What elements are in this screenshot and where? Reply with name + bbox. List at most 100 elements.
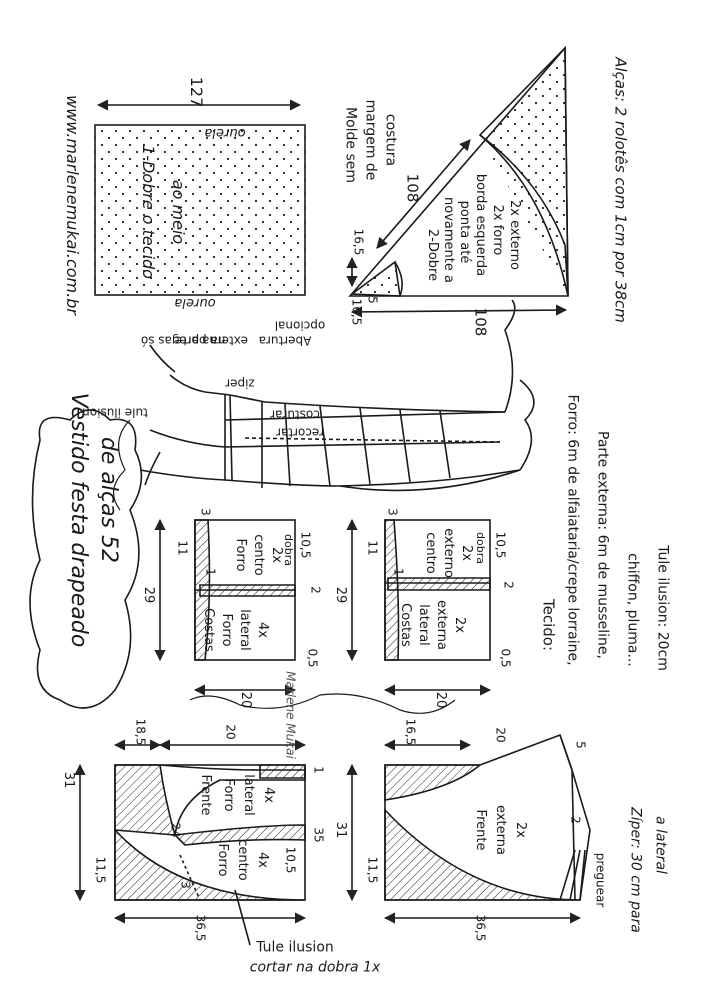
triangle-fold-1: 2-Dobre xyxy=(425,228,441,282)
front-lining-dim-20: 20 xyxy=(223,724,238,740)
back-outer-dim-29: 29 xyxy=(333,586,349,604)
front-lining-top-3: lateral xyxy=(241,774,257,816)
back-outer-top-2: externo xyxy=(441,528,457,578)
fabric-width: 127 xyxy=(186,76,206,108)
dress-sketch xyxy=(113,299,535,511)
fabric-fold-diagram xyxy=(94,99,306,296)
triangle-fold-6: 2x externo xyxy=(507,200,523,270)
back-outer-bot-1: Costas xyxy=(398,603,414,647)
triangle-fold-5: 2x forro xyxy=(490,204,506,256)
triangle-fold-diagram xyxy=(346,45,569,318)
back-outer-dobra: dobra xyxy=(474,532,488,564)
sketch-recortar: recortar xyxy=(276,425,324,440)
back-outer-dim-20: 20 xyxy=(433,691,449,709)
triangle-small-2: 16,5 xyxy=(349,298,364,326)
back-lining-bot-4: 4x xyxy=(255,622,271,638)
front-lining-dim-24: 24 xyxy=(168,822,183,838)
front-outer-dim-365: 36,5 xyxy=(473,914,488,942)
front-lining-dim-3: 3 xyxy=(178,881,193,889)
front-outer-label-1: Frente xyxy=(473,809,489,851)
back-outer-dim-3: 3 xyxy=(385,508,400,516)
back-lining-dim-05: 0,5 xyxy=(305,648,320,668)
tule-note-1: Tule ilusion xyxy=(256,939,334,956)
back-lining-dim-29: 29 xyxy=(141,586,157,604)
back-lining-bot-3: lateral xyxy=(237,609,253,651)
front-lining-dim-31: 31 xyxy=(61,771,77,789)
front-outer-pattern xyxy=(346,733,591,924)
title-line2: de alças 52 xyxy=(96,436,122,564)
front-outer-dim-31: 31 xyxy=(333,821,349,839)
back-outer-bot-3: externa xyxy=(434,600,450,650)
back-outer-top-1: centro xyxy=(423,532,439,574)
triangle-fold-3: ponta até xyxy=(457,200,473,264)
front-outer-dim-115: 11,5 xyxy=(365,856,380,884)
front-lining-dim-35: 35 xyxy=(311,827,326,843)
sketch-tule: tule ilusion xyxy=(82,405,148,420)
zipper-note-2: a lateral xyxy=(652,816,669,874)
back-lining-top-1: Forro xyxy=(233,538,249,572)
triangle-small-1: 16,5 xyxy=(351,228,366,256)
back-lining-dim-11: 11 xyxy=(175,540,190,556)
selvage-top: ourela xyxy=(204,125,246,141)
front-lining-bot-1: Forro xyxy=(215,843,231,877)
back-lining-top-2: centro xyxy=(251,534,267,576)
back-lining-dim-105: 10,5 xyxy=(298,531,313,559)
triangle-side-a: 108 xyxy=(403,173,422,203)
title-cloud xyxy=(29,409,143,709)
sketch-pregas-3: externa xyxy=(201,333,249,348)
front-lining-dim-115: 11,5 xyxy=(93,856,108,884)
front-outer-label-2: externa xyxy=(493,805,509,855)
title-line1: Vestido festa drapeado xyxy=(66,392,92,648)
back-lining-dobra: dobra xyxy=(282,534,296,566)
front-lining-top-4: 4x xyxy=(261,787,277,803)
back-outer-pattern xyxy=(346,518,492,696)
front-lining-bot-2: centro xyxy=(235,839,251,881)
back-outer-dim-11: 11 xyxy=(365,540,380,556)
front-outer-dim-165: 16,5 xyxy=(403,718,418,746)
front-outer-dim-5: 5 xyxy=(573,741,588,749)
selvage-bottom: ourela xyxy=(174,295,216,311)
front-lining-pattern xyxy=(74,739,307,946)
signature-text: Marlene Mukai xyxy=(283,671,298,759)
triangle-note-2: margem de xyxy=(362,99,379,181)
fabric-note-1: 1-Dobre o tecido xyxy=(138,145,158,279)
front-lining-dim-1: 1 xyxy=(311,766,326,774)
front-lining-dim-365: 36,5 xyxy=(193,914,208,942)
straps-note: Alças: 2 rolotês com 1cm por 38cm xyxy=(611,57,630,323)
back-outer-bot-2: lateral xyxy=(416,604,432,646)
back-lining-dim-1: 1 xyxy=(203,568,218,576)
triangle-fold-2: novamente a xyxy=(441,197,457,283)
back-lining-dim-20: 20 xyxy=(238,691,254,709)
front-lining-dim-105: 10,5 xyxy=(283,846,298,874)
front-outer-label-3: 2x xyxy=(513,822,529,838)
back-lining-dim-3: 3 xyxy=(198,508,213,516)
site-url: www.marlenemukai.com.br xyxy=(62,95,82,315)
fabric-header: Tecido: xyxy=(539,598,558,652)
back-outer-dim-105: 10,5 xyxy=(493,531,508,559)
back-outer-dim-2: 2 xyxy=(501,581,516,589)
tule-note-2: cortar na dobra 1x xyxy=(249,959,381,976)
back-outer-dim-05: 0,5 xyxy=(498,648,513,668)
front-lining-top-2: Forro xyxy=(221,778,237,812)
back-lining-dim-2: 2 xyxy=(308,586,323,594)
sketch-costurar: costurar xyxy=(270,407,320,422)
sketch-abertura-2: opcional xyxy=(274,318,326,333)
triangle-note-1: Molde sem xyxy=(342,106,359,184)
sketch-zipper: ziper xyxy=(225,376,255,391)
triangle-fold-4: borda esquerda xyxy=(473,173,489,277)
back-lining-pattern xyxy=(154,518,297,696)
front-outer-dim-2: 2 xyxy=(568,816,583,824)
front-lining-top-1: Frente xyxy=(198,774,214,816)
triangle-small-3: 5 xyxy=(365,296,380,304)
fabric-line-3: chiffon, pluma... xyxy=(624,553,641,667)
back-outer-top-3: 2x xyxy=(459,545,475,561)
sketch-abertura-1: Abertura xyxy=(258,333,312,348)
front-outer-pregas: preguear xyxy=(593,852,608,908)
fabric-line-1: Forro: 6m de alfaiataria/crepe lorraine, xyxy=(564,394,581,666)
front-lining-bot-3: 4x xyxy=(255,852,271,868)
triangle-side-b: 108 xyxy=(471,307,490,337)
back-lining-bot-2: Forro xyxy=(219,613,235,647)
back-outer-dim-1: 1 xyxy=(391,568,406,576)
